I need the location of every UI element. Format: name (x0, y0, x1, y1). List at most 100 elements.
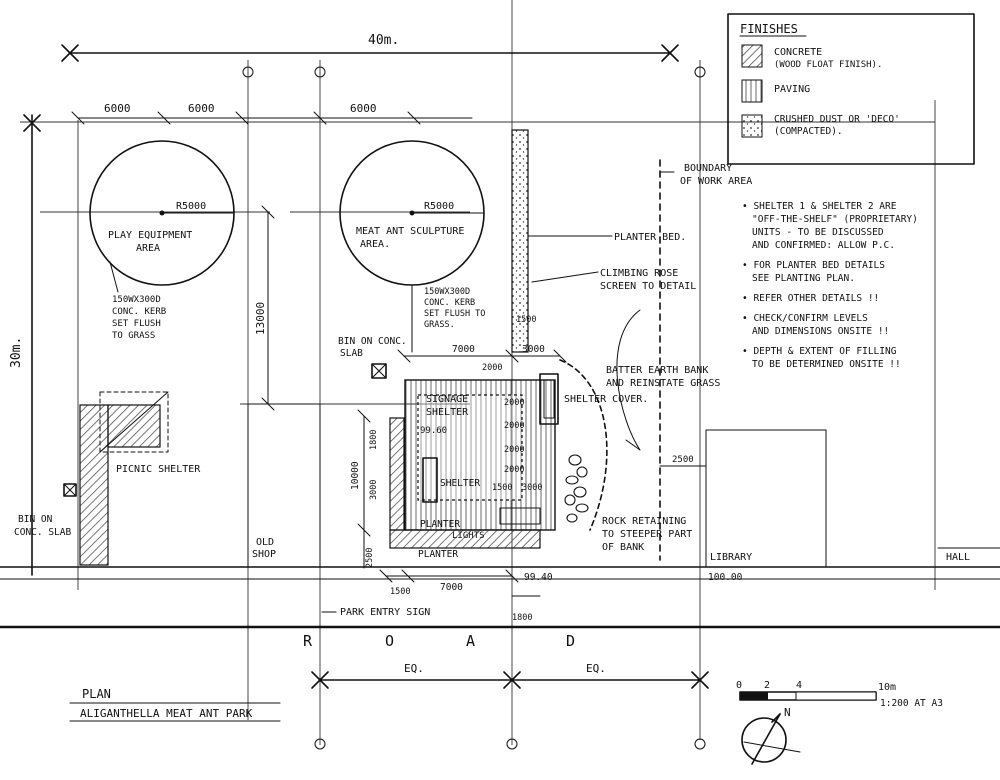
meat-ant-radius-label: R5000 (424, 201, 454, 212)
batter-earth-bank: BATTER EARTH BANK AND REINSTATE GRASS (559, 309, 720, 531)
bin-on-slab-upper: BIN ON CONC. SLAB (338, 336, 407, 379)
legend-item-crushed-line2: (COMPACTED). (774, 126, 843, 137)
note-1-line3: UNITS - TO BE DISCUSSED (752, 227, 884, 238)
bin-slab-left-line1: BIN ON (18, 514, 53, 525)
dim-3000-b: 3000 (522, 483, 542, 493)
rock-retaining: ROCK RETAINING TO STEEPER PART OF BANK (564, 454, 692, 553)
dim-7000-b: 7000 (440, 582, 463, 593)
road-letter-o: O (385, 632, 394, 650)
dim-13000: 13000 (254, 205, 275, 411)
hall-label: HALL (946, 552, 970, 563)
note-5-line2: TO BE DETERMINED ONSITE !! (752, 359, 901, 370)
dim-2000-c: 2000 (504, 421, 524, 431)
play-kerb-line2: CONC. KERB (112, 307, 166, 317)
legend-item-concrete-line2: (WOOD FLOAT FINISH). (774, 60, 882, 70)
dim-7000-a: 7000 (452, 344, 475, 355)
legend-swatch-crushed-dust (741, 114, 763, 138)
rock-line3: OF BANK (602, 542, 644, 553)
front-planters: PLANTER PLANTER LIGHTS (389, 417, 541, 560)
dim-6000-b: 6000 (188, 102, 215, 115)
old-shop-line1: OLD (256, 537, 274, 548)
level-10000: 100.00 (708, 572, 743, 583)
library-label: LIBRARY (710, 552, 752, 563)
climbing-rose-line1: CLIMBING ROSE (600, 268, 678, 279)
top-dimensions: 6000 6000 6000 (71, 102, 473, 125)
dim-1500-b: 1500 (492, 483, 512, 493)
bin-slab-upper-line1: BIN ON CONC. (338, 336, 407, 347)
bin-slab-left-line2: CONC. SLAB (14, 527, 71, 538)
dim-2500-b: 2500 (672, 455, 694, 465)
legend-item-paving: PAVING (774, 84, 810, 95)
work-area-boundary: BOUNDARY OF WORK AREA (659, 159, 752, 561)
legend-title: FINISHES (740, 22, 798, 36)
signage-area-top-dims: 7000 3000 1500 2000 (397, 315, 567, 373)
dim-1500-a: 1500 (516, 315, 536, 325)
legend-item-concrete-line1: CONCRETE (774, 47, 822, 58)
scale-end-label: 10m (878, 682, 896, 693)
note-1-line2: "OFF-THE-SHELF" (PROPRIETARY) (752, 214, 918, 225)
title-block: PLAN ALIGANTHELLA MEAT ANT PARK (69, 687, 281, 722)
dim-13000-label: 13000 (254, 302, 267, 335)
boundary-line2: OF WORK AREA (680, 176, 752, 187)
general-notes: • SHELTER 1 & SHELTER 2 ARE "OFF-THE-SHE… (742, 201, 918, 370)
north-arrow: N (741, 706, 801, 765)
rock-line2: TO STEEPER PART (602, 529, 692, 540)
climbing-rose-line2: SCREEN TO DETAIL (600, 281, 696, 292)
rock-line1: ROCK RETAINING (602, 516, 686, 527)
lights-label: LIGHTS (452, 531, 485, 541)
buildings: OLD SHOP LIBRARY 100.00 2500 HALL (247, 403, 1000, 583)
picnic-shelter-label: PICNIC SHELTER (116, 464, 201, 475)
scale-tick-2: 2 (764, 680, 770, 691)
batter-line2: AND REINSTATE GRASS (606, 378, 720, 389)
meat-ant-kerb-line1: 150WX300D (424, 287, 470, 297)
signage-shelter-line2: SHELTER (426, 407, 469, 418)
dim-2000-e: 2000 (504, 465, 524, 475)
note-4-line2: AND DIMENSIONS ONSITE !! (752, 326, 889, 337)
dim-2000-a: 2000 (482, 363, 502, 373)
level-top-label: 99.60 (420, 426, 447, 436)
dim-2000-d: 2000 (504, 445, 524, 455)
note-5-line1: • DEPTH & EXTENT OF FILLING (742, 346, 897, 357)
note-1-line4: AND CONFIRMED: ALLOW P.C. (752, 240, 895, 251)
signage-left-dims: 1800 10000 3000 2500 (350, 409, 379, 569)
bin-slab-upper-line2: SLAB (340, 348, 363, 359)
sheet-subtitle: ALIGANTHELLA MEAT ANT PARK (80, 707, 253, 720)
planter-upper-label: PLANTER (420, 519, 460, 530)
dim-1800-b: 1800 (512, 613, 532, 623)
finishes-legend: FINISHES CONCRETE (WOOD FLOAT FINISH). P… (727, 13, 975, 165)
legend-item-crushed-line1: CRUSHED DUST OR 'DECO' (774, 114, 900, 125)
road-letter-r: R (303, 632, 313, 650)
park-entry-label: PARK ENTRY SIGN (340, 607, 430, 618)
road: R O A D (0, 566, 1000, 650)
dim-6000-c: 6000 (350, 102, 377, 115)
grid-bubbles (242, 66, 706, 750)
picnic-shelter: PICNIC SHELTER (79, 391, 201, 566)
planter-strip: PLANTER BED. CLIMBING ROSE SCREEN TO DET… (511, 129, 696, 353)
scale-bar: 0 2 4 10m 1:200 AT A3 (736, 680, 943, 709)
dim-3000-a: 3000 (522, 344, 545, 355)
signage-shelter-area: SIGNAGE SHELTER 2000 2000 2000 2000 99.6… (404, 373, 648, 531)
note-2-line2: SEE PLANTING PLAN. (752, 273, 855, 284)
meat-ant-kerb-line4: GRASS. (424, 320, 455, 330)
dim-2000-b: 2000 (504, 398, 524, 408)
dim-10000: 10000 (350, 461, 361, 490)
play-kerb-line1: 150WX300D (112, 295, 161, 305)
signage-bottom-dims: 1500 7000 1800 99.40 (379, 569, 553, 623)
old-shop-line2: SHOP (252, 549, 276, 560)
overall-width-dimension: 40m. (61, 33, 679, 62)
meat-ant-area-line2: AREA. (360, 239, 390, 250)
dim-1800: 1800 (369, 430, 379, 450)
sheet-title: PLAN (82, 687, 111, 701)
road-letter-a: A (466, 632, 475, 650)
meat-ant-kerb-line3: SET FLUSH TO (424, 309, 485, 319)
shelter-label: SHELTER (440, 478, 480, 489)
road-letter-d: D (566, 632, 575, 650)
meat-ant-sculpture-area: R5000 MEAT ANT SCULPTURE AREA. 150WX300D… (339, 140, 485, 353)
level-9940: 99.40 (524, 572, 553, 583)
play-equipment-area: R5000 PLAY EQUIPMENT AREA 150WX300D CONC… (89, 140, 235, 341)
planter-bed-label: PLANTER BED. (614, 232, 686, 243)
meat-ant-area-line1: MEAT ANT SCULPTURE (356, 226, 464, 237)
scale-tick-4: 4 (796, 680, 802, 691)
note-2-line1: • FOR PLANTER BED DETAILS (742, 260, 885, 271)
